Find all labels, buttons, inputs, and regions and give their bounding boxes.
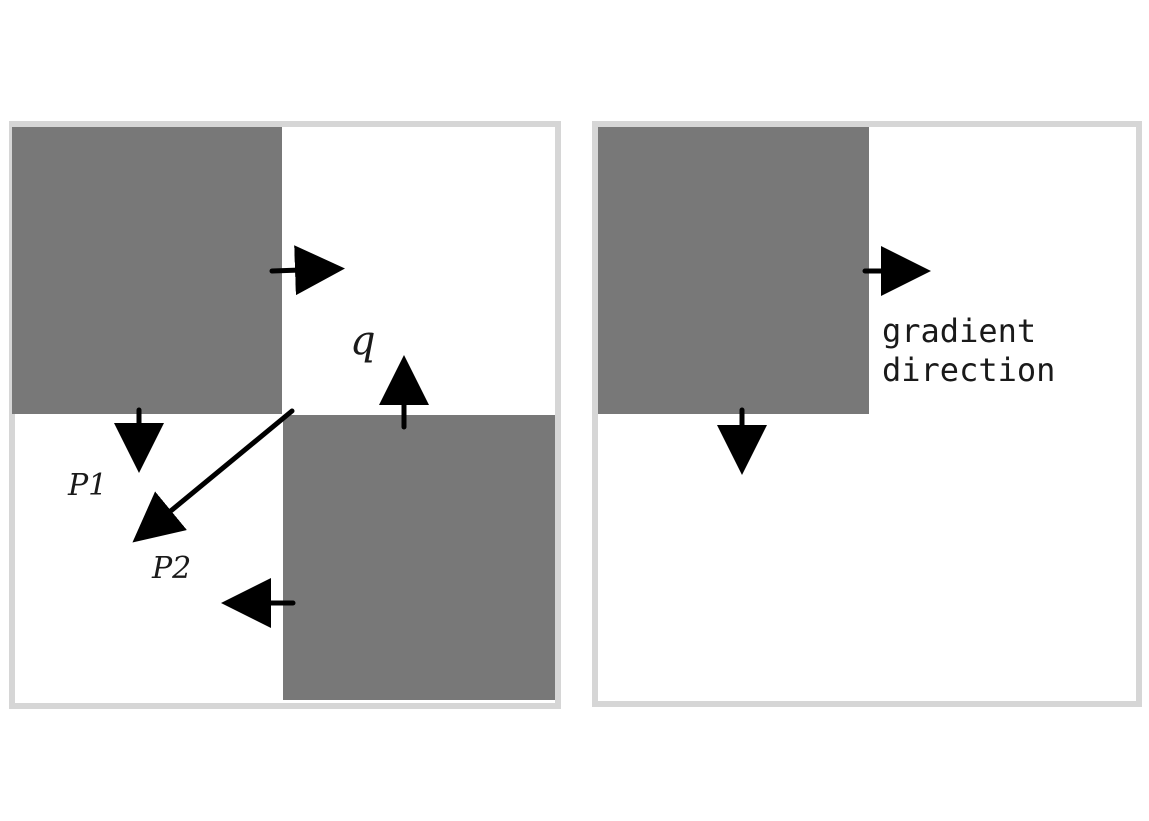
label-p1: P1: [67, 468, 107, 503]
diagonal-arrow-icon-p2: [132, 408, 295, 543]
label-q: q: [350, 318, 376, 364]
left-bottom-right-dark-square: [283, 415, 555, 700]
label-p2: P2: [151, 551, 191, 586]
label-direction: direction: [882, 351, 1055, 389]
left-panel: q P1 P2: [9, 121, 561, 709]
left-top-left-dark-square: [12, 127, 282, 414]
right-panel: gradient direction: [592, 121, 1142, 707]
label-gradient: gradient: [882, 312, 1036, 350]
right-arrow-icon: [269, 245, 345, 296]
right-top-left-dark-square: [598, 127, 869, 414]
